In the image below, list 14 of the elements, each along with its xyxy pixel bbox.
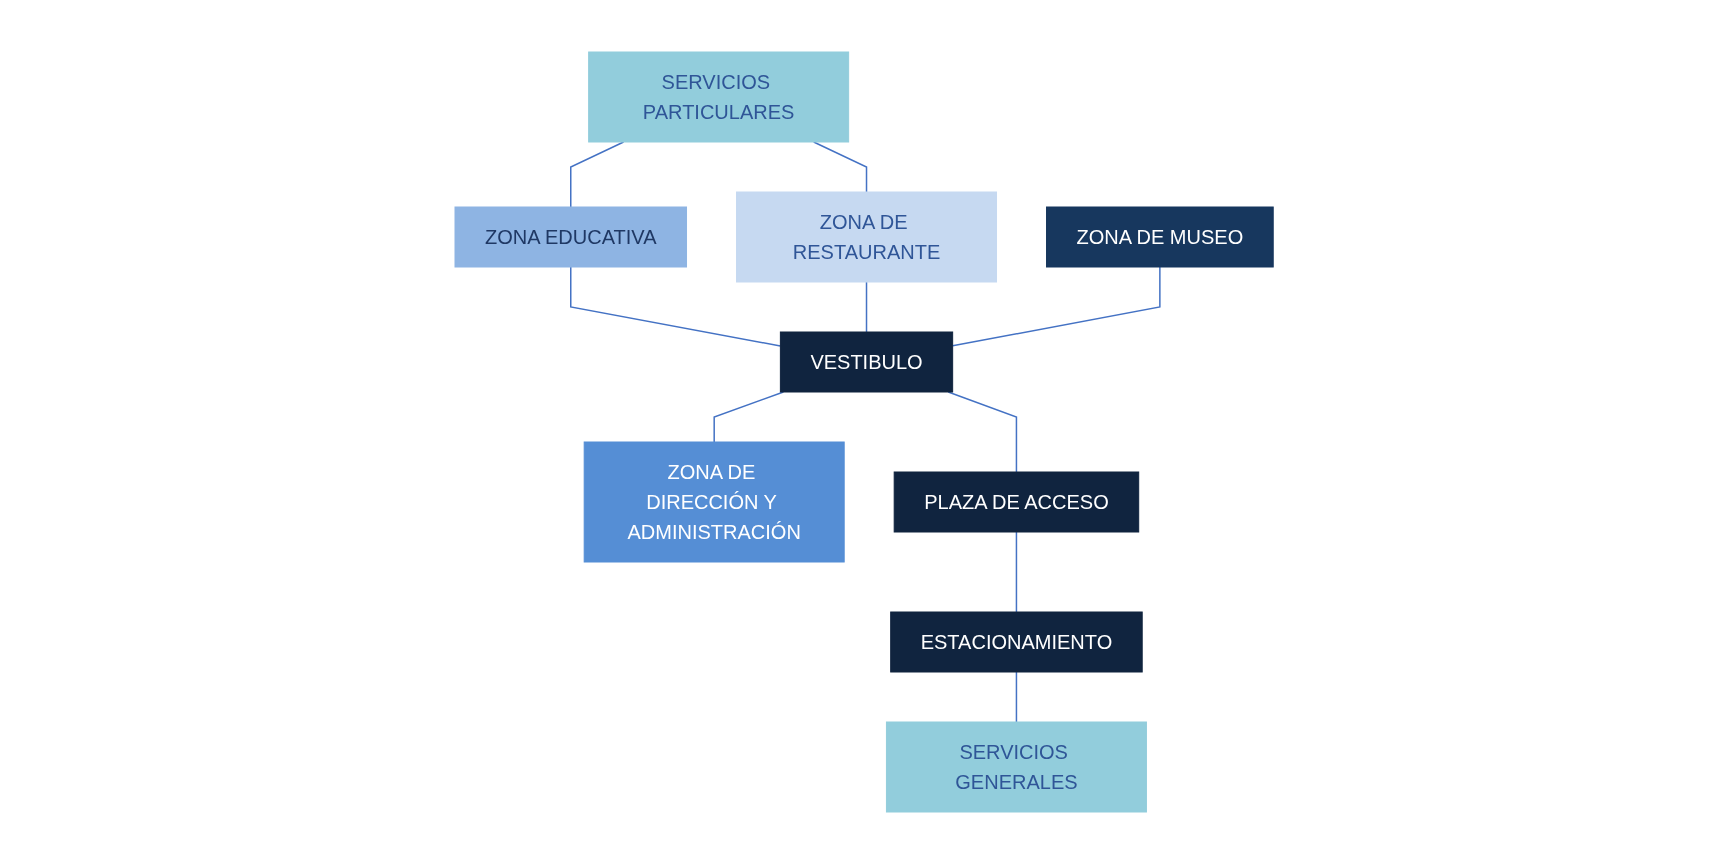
connector — [951, 266, 1161, 347]
node-box: ZONA EDUCATIVA — [454, 206, 687, 268]
node-box: ESTACIONAMIENTO — [890, 611, 1143, 673]
connector — [1015, 531, 1018, 613]
connector — [569, 266, 781, 347]
connector — [1015, 671, 1018, 723]
node-box: SERVICIOS GENERALES — [885, 721, 1147, 813]
node-box: ZONA DE DIRECCIÓN Y ADMINISTRACIÓN — [583, 441, 845, 563]
node-box: ZONA DE MUSEO — [1045, 206, 1274, 268]
node-box: VESTIBULO — [779, 331, 954, 393]
node-box: PLAZA DE ACCESO — [893, 471, 1140, 533]
node-box: SERVICIOS PARTICULARES — [588, 51, 850, 143]
connector — [865, 281, 868, 333]
node-box: ZONA DE RESTAURANTE — [735, 191, 997, 283]
